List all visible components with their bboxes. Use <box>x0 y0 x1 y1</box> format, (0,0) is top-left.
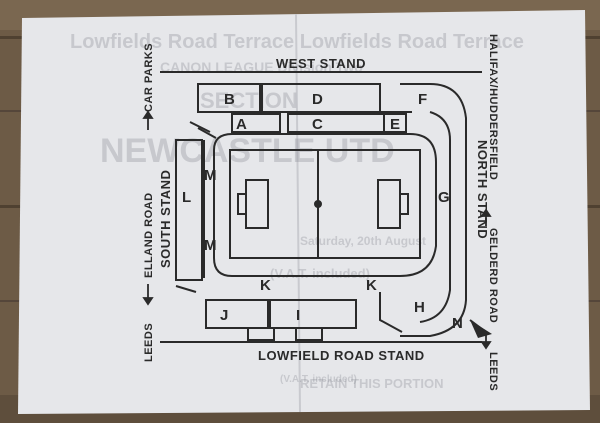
arrow-down-icon <box>480 341 492 350</box>
block-l <box>175 139 203 281</box>
road-lines <box>160 71 482 343</box>
elland-road-label: ELLAND ROAD <box>143 192 155 278</box>
compass-label: N <box>452 315 463 332</box>
ticket-text-line7: RETAIN THIS PORTION <box>300 376 443 391</box>
gelderd-road-label: GELDERD ROAD <box>487 228 499 323</box>
section-m-upper: M <box>204 167 217 184</box>
section-labels: B D F A C E G H I J K K L M M <box>182 91 450 324</box>
block-b <box>197 83 261 113</box>
leeds-left-label: LEEDS <box>143 323 155 362</box>
section-e: E <box>390 116 400 133</box>
section-b: B <box>224 91 235 108</box>
south-stand-label: SOUTH STAND <box>158 170 173 268</box>
road-arrows <box>142 110 492 350</box>
section-m-lower: M <box>204 237 217 254</box>
west-stand-label: WEST STAND <box>276 56 366 71</box>
ticket-text-line5: Saturday, 20th August <box>300 234 426 248</box>
ticket-text-line8: (V.A.T. included) <box>280 374 357 385</box>
ticket-text-line1: Lowfields Road Terrace Lowfields Road Te… <box>70 31 524 53</box>
section-i: I <box>296 307 300 324</box>
section-a: A <box>236 116 247 133</box>
section-h: H <box>414 299 425 316</box>
section-g: G <box>438 189 450 206</box>
block-e <box>383 113 407 133</box>
leeds-right-label: LEEDS <box>487 352 499 391</box>
lowfield-road-stand-label: LOWFIELD ROAD STAND <box>258 348 425 363</box>
block-j <box>205 299 269 329</box>
section-f: F <box>418 91 427 108</box>
car-parks-label: CAR PARKS <box>143 43 155 112</box>
stadium-structure <box>175 83 467 341</box>
ticket-text-line6: (V.A.T. included) <box>270 266 370 281</box>
ticket-paper <box>18 10 590 414</box>
section-j: J <box>220 307 228 324</box>
arrow-down-icon <box>142 297 154 306</box>
pitch <box>229 149 421 259</box>
block-a <box>231 113 281 133</box>
section-d: D <box>312 91 323 108</box>
arrow-up-icon <box>142 110 154 119</box>
arrow-up-icon <box>480 208 492 217</box>
ticket-text-line3: SECTION <box>200 88 298 113</box>
section-l: L <box>182 189 191 206</box>
section-k-left: K <box>260 277 271 294</box>
section-c: C <box>312 116 323 133</box>
section-k-right: K <box>366 277 377 294</box>
compass-arrow-icon <box>469 319 492 338</box>
halifax-huddersfield-label: HALIFAX/HUDDERSFIELD <box>487 34 499 180</box>
